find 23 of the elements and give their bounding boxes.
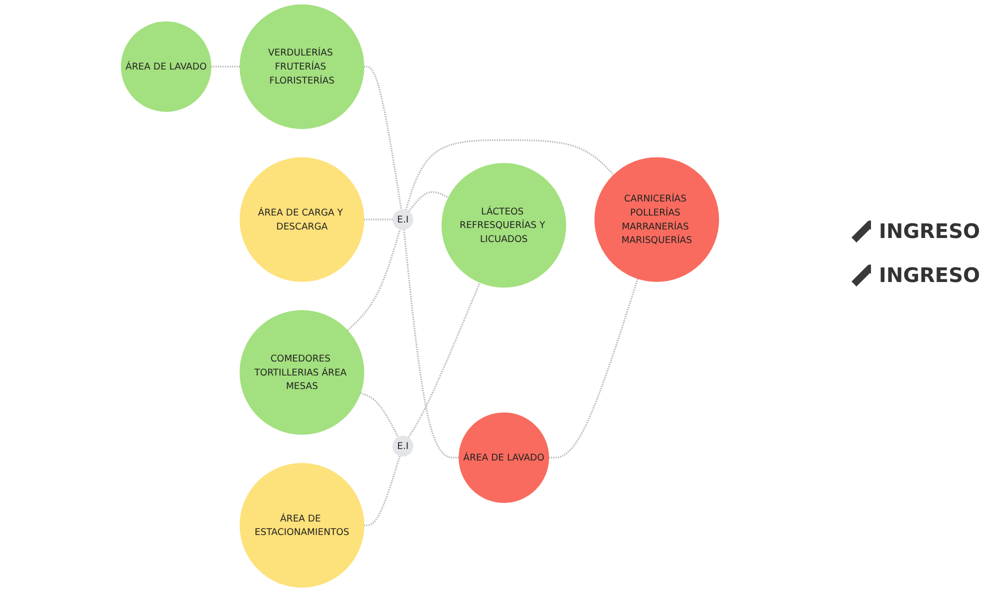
connector xyxy=(364,66,402,210)
node-circle: LÁCTEOS REFRESQUERÍAS Y LICUADOS xyxy=(442,163,566,288)
entrance-label: INGRESO xyxy=(878,263,980,287)
node-circle: ÁREA DE ESTACIONAMIENTOS xyxy=(240,463,364,588)
connector xyxy=(364,218,393,220)
connector xyxy=(405,139,614,210)
connector xyxy=(211,66,240,68)
connector xyxy=(364,456,401,526)
entrance-label: INGRESO xyxy=(878,219,980,243)
node-circle: COMEDORES TORTILLERIAS ÁREA MESAS xyxy=(240,310,364,435)
node-circle: E.I xyxy=(392,436,414,456)
node-circle: E.I xyxy=(392,209,414,230)
node-circle: ÁREA DE LAVADO xyxy=(458,412,550,503)
connector xyxy=(346,228,401,331)
node-circle: ÁREA DE LAVADO xyxy=(120,21,212,112)
connector xyxy=(408,282,481,438)
node-circle: CARNICERÍAS POLLERÍAS MARRANERÍAS MARISQUERÍAS xyxy=(594,157,720,282)
connector xyxy=(408,191,449,212)
connector xyxy=(403,229,459,459)
connector xyxy=(548,278,639,459)
connector xyxy=(360,392,399,438)
node-circle: ÁREA DE CARGA Y DESCARGA xyxy=(240,157,364,282)
node-circle: VERDULERÍAS FRUTERÍAS FLORISTERÍAS xyxy=(240,4,364,129)
